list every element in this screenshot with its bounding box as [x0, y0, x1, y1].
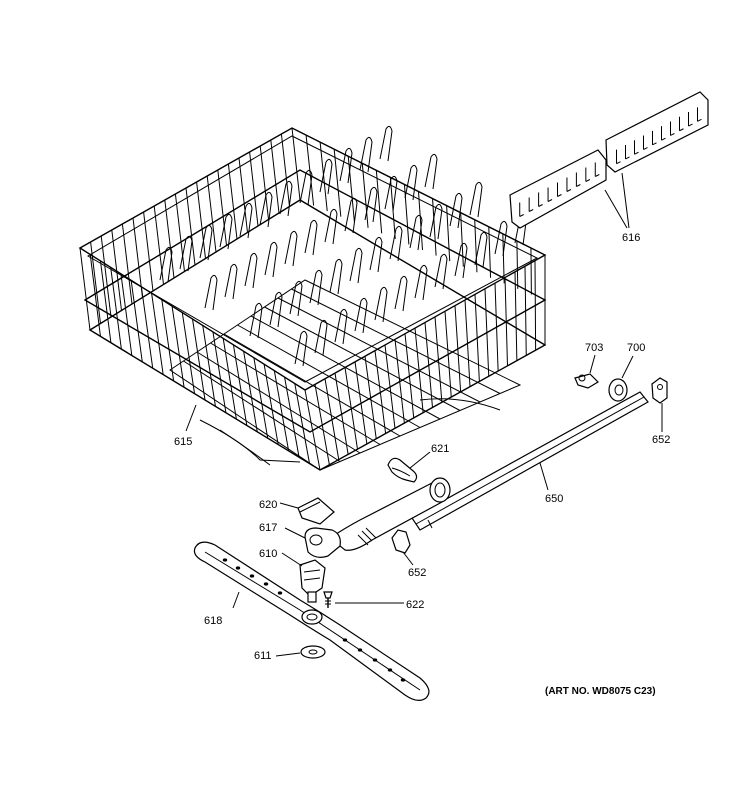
feed-tube: [328, 477, 451, 551]
manifold-610: [299, 559, 326, 603]
clip-621: [387, 457, 418, 483]
art-number: (ART NO. WD8075 C23): [545, 686, 656, 697]
upper-rack: [78, 125, 547, 471]
label-622: 622: [406, 599, 424, 611]
label-620: 620: [259, 499, 277, 511]
roller-700: [608, 378, 628, 402]
label-703: 703: [585, 342, 603, 354]
screw-622: [323, 591, 333, 608]
label-650: 650: [545, 493, 563, 505]
shelf-insert-right: [605, 91, 709, 173]
supply-tube-650: [411, 391, 649, 531]
elbow-617: [304, 527, 341, 558]
spray-arm-618: [193, 541, 430, 701]
label-621: 621: [431, 443, 449, 455]
washer-611: [300, 645, 326, 659]
label-617: 617: [259, 522, 277, 534]
label-618: 618: [204, 615, 222, 627]
label-616: 616: [622, 232, 640, 244]
end-cap-652-bottom: [391, 529, 411, 554]
label-615: 615: [174, 436, 192, 448]
label-652-top: 652: [652, 434, 670, 446]
label-611: 611: [254, 650, 272, 662]
end-cap-652-top: [651, 377, 668, 404]
label-652-bottom: 652: [408, 567, 426, 579]
label-610: 610: [259, 548, 277, 560]
cap-620: [297, 497, 335, 525]
label-700: 700: [627, 342, 645, 354]
shelf-insert-left: [509, 149, 607, 229]
roller-703: [574, 373, 599, 389]
